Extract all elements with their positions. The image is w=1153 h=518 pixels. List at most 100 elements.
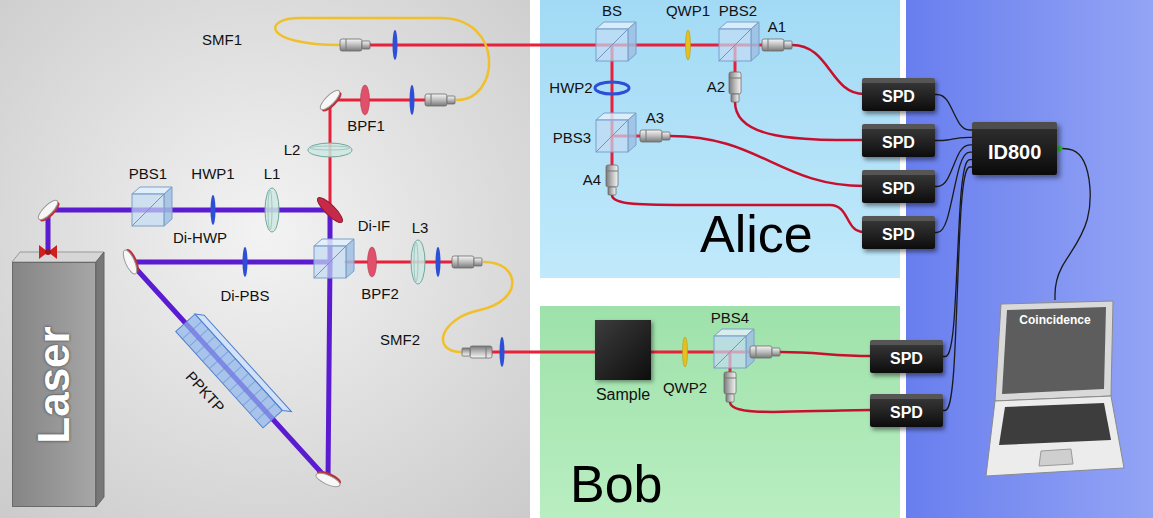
optical-components — [368, 247, 377, 277]
optical-components — [500, 337, 505, 367]
node-text: SPD — [882, 227, 915, 243]
part-label: BS — [602, 3, 622, 18]
node-text: Laser — [32, 326, 76, 443]
part-label: PBS1 — [129, 166, 167, 181]
part-label: PBS3 — [553, 130, 591, 145]
pump-beam — [48, 210, 330, 262]
optical-components — [410, 85, 415, 115]
part-label: QWP2 — [663, 380, 707, 395]
optical-components — [462, 346, 492, 358]
part-label: Di-PBS — [220, 288, 269, 303]
optical-components — [361, 85, 370, 115]
label-anchor: BPF1 — [347, 117, 385, 135]
optical-components — [340, 39, 370, 51]
optical-components — [452, 256, 482, 268]
sample-box: Sample — [580, 320, 666, 404]
label-anchor: PBS2 — [719, 2, 757, 20]
label-anchor: PBS3 — [553, 129, 591, 147]
laser-box: Laser — [12, 262, 96, 507]
single-mode-fiber — [275, 18, 512, 352]
node-text: Bob — [570, 456, 900, 513]
laser-housing — [12, 252, 104, 507]
label-anchor: A2 — [707, 78, 725, 96]
node-text: SPD — [890, 351, 923, 367]
optical-components — [750, 346, 780, 358]
optical-components — [314, 468, 342, 489]
signal-cable — [935, 145, 972, 187]
node-text: Sample — [580, 385, 666, 404]
region-panel: Bob Sample — [540, 306, 900, 518]
laptop-computer: Coincidence — [985, 300, 1125, 480]
region-panel: Alice — [540, 0, 900, 278]
signal-cable — [943, 160, 972, 357]
label-anchor: QWP2 — [663, 379, 707, 397]
part-label: A3 — [646, 110, 664, 125]
port-dot — [1056, 146, 1062, 152]
photon-beam — [370, 44, 762, 47]
time-tagger-box: ID800 — [972, 122, 1057, 175]
detector-fiber — [670, 136, 864, 186]
optical-components — [729, 72, 741, 102]
optical-components — [719, 22, 759, 61]
part-label: Di-HWP — [173, 230, 227, 245]
label-anchor: A3 — [646, 109, 664, 127]
background-regions — [0, 0, 530, 518]
part-label: BPF2 — [361, 286, 399, 301]
detector-fiber — [730, 402, 872, 412]
node-text: Alice — [700, 206, 900, 263]
laptop-base — [986, 396, 1124, 476]
part-label: PBS2 — [719, 3, 757, 18]
laptop-keyboard — [999, 403, 1111, 445]
optical-components — [121, 247, 142, 275]
optical-components — [265, 188, 279, 232]
optical-components — [595, 82, 629, 94]
sample-block — [595, 320, 651, 380]
part-label: L2 — [284, 142, 301, 157]
node-text: SPD — [882, 89, 915, 105]
label-anchor: Di-HWP — [173, 229, 227, 247]
photon-beam — [330, 45, 762, 372]
detector-fiber — [735, 102, 864, 140]
part-label: A2 — [707, 79, 725, 94]
laser-bow — [39, 245, 57, 259]
label-anchor: Di-PBS — [220, 287, 269, 305]
detector-box: SPD — [870, 394, 943, 427]
detector-fiber — [780, 352, 872, 356]
label-anchor: L1 — [264, 165, 281, 183]
signal-cable — [935, 95, 972, 131]
signal-cable — [943, 167, 972, 411]
label-anchor: A4 — [583, 171, 601, 189]
photon-beam — [492, 351, 595, 354]
node-text: Coincidence — [985, 313, 1125, 327]
optical-components — [318, 88, 345, 115]
optical-components — [596, 22, 636, 61]
part-label: A4 — [583, 172, 601, 187]
part-label: A1 — [768, 19, 786, 34]
laptop-touchpad — [1039, 449, 1073, 466]
detector-box: SPD — [862, 124, 935, 157]
optical-components — [724, 372, 736, 402]
label-anchor: QWP1 — [666, 2, 710, 20]
background-regions — [540, 0, 900, 278]
pump-beam — [130, 262, 330, 480]
optical-components — [606, 165, 618, 195]
part-label: Di-IF — [358, 218, 391, 233]
label-anchor: HWP1 — [191, 165, 234, 183]
detector-box: SPD — [862, 78, 935, 111]
optical-components — [686, 30, 691, 60]
detector-box: SPD — [862, 216, 935, 249]
label-anchor: Di-IF — [358, 217, 391, 235]
part-label: HWP2 — [549, 80, 592, 95]
label-anchor: BS — [602, 2, 622, 20]
label-anchor: L3 — [412, 219, 429, 237]
ppktp-crystal — [176, 310, 292, 433]
part-label: SMF1 — [202, 32, 242, 47]
optical-components — [308, 143, 352, 157]
label-anchor: A1 — [768, 18, 786, 36]
ppktp-crystal — [176, 314, 283, 428]
label-anchor: PBS1 — [129, 165, 167, 183]
